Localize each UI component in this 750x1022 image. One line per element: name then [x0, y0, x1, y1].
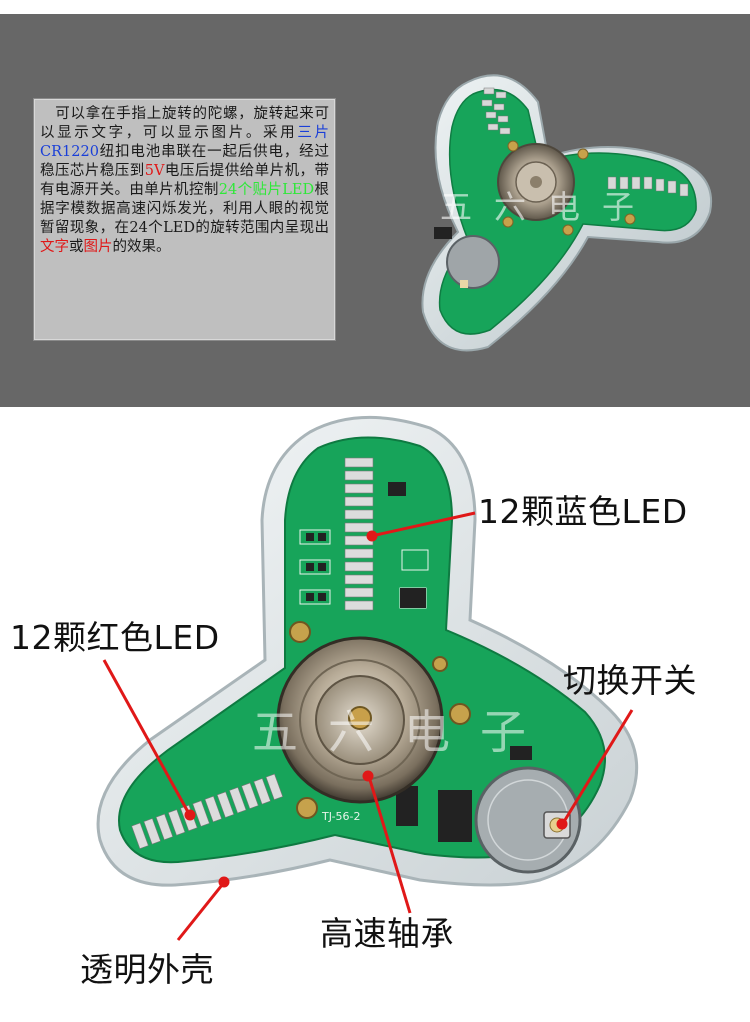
board-label: TJ-56-2: [321, 810, 361, 823]
description-box: 可以拿在手指上旋转的陀螺，旋转起来可以显示文字，可以显示图片。采用三片CR122…: [33, 98, 336, 341]
spinner-photo-large: TJ-56-2: [96, 416, 639, 887]
text-highlight: 文字: [40, 239, 69, 255]
desc-text-3: 电压后提供给单片机，带有电源开关。由单片机控制: [40, 163, 330, 198]
callout-bearing: 高速轴承: [320, 914, 454, 953]
callout-blue-led: 12颗蓝色LED: [478, 492, 688, 531]
desc-text-5: 或: [69, 239, 84, 255]
desc-text-2: 纽扣电池串联在一起后供电，经过稳压芯片稳压到: [40, 144, 329, 179]
desc-text-1: 可以拿在手指上旋转的陀螺，旋转起来可以显示文字，可以显示图片。采用: [40, 106, 329, 141]
desc-text-6: 的效果。: [112, 239, 171, 255]
watermark-small: 五六电子: [440, 188, 657, 226]
image-highlight: 图片: [83, 239, 113, 255]
callout-switch: 切换开关: [563, 661, 697, 700]
led-highlight: 24个贴片LED: [218, 182, 315, 198]
voltage-highlight: 5V: [144, 163, 165, 179]
spinner-photo-small: [421, 74, 713, 352]
battery-highlight: 三片CR1220: [40, 125, 329, 160]
desc-text-4: 根据字模数据高速闪烁发光，利用人眼的视觉暂留现象，在24个LED的旋转范围内呈现…: [40, 182, 330, 236]
callout-shell: 透明外壳: [80, 950, 214, 989]
callout-red-led: 12颗红色LED: [10, 618, 220, 657]
watermark: 五六电子: [252, 705, 556, 759]
